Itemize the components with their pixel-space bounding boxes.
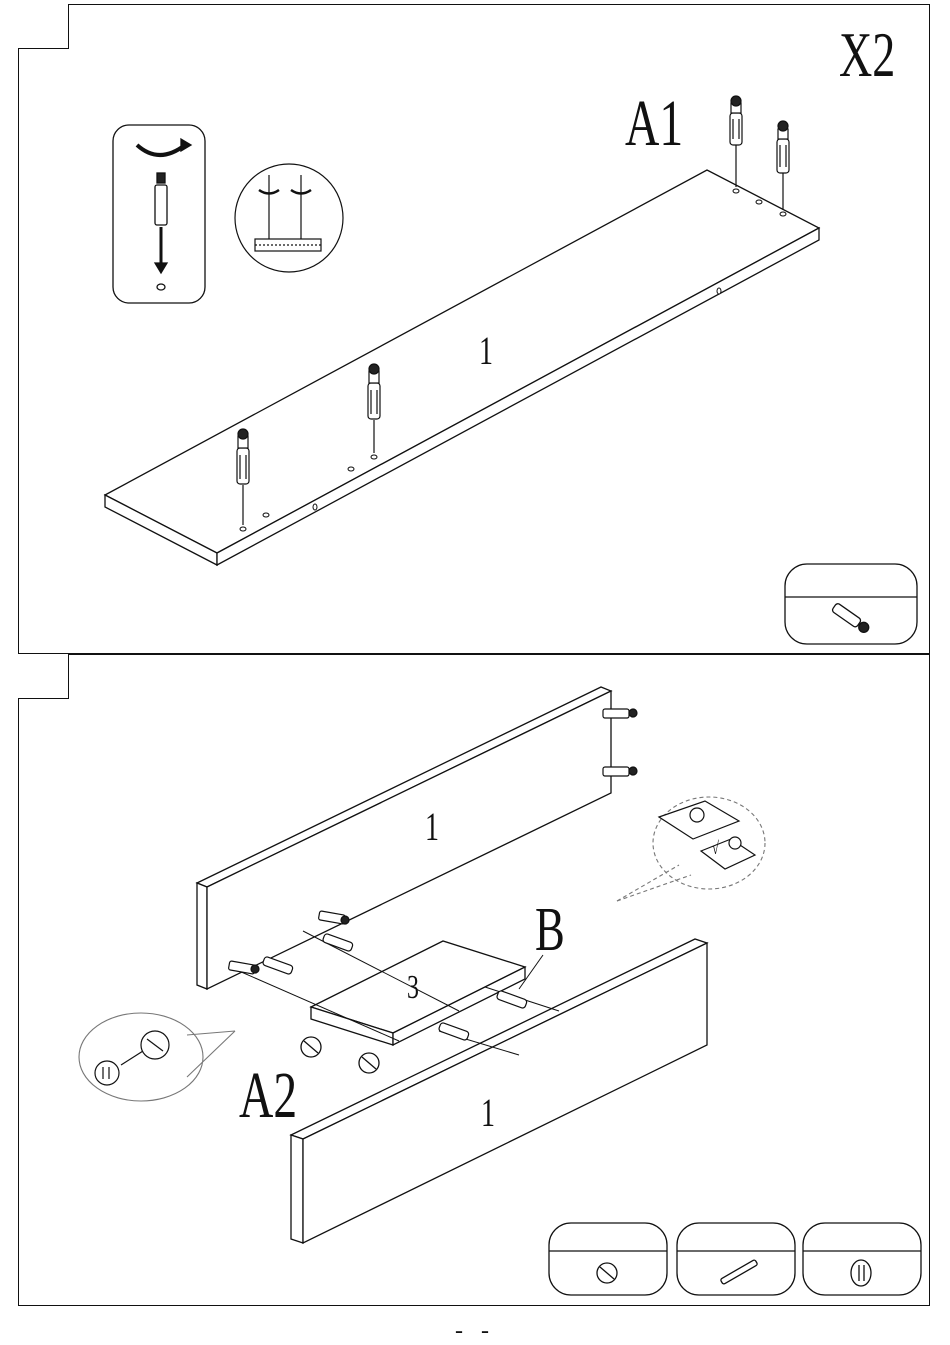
top-panel-drawing: [19, 5, 931, 655]
cam-bolt-icon: [730, 96, 742, 187]
cam-lock-icon: [301, 1037, 379, 1073]
hardware-legend-box-cap: [803, 1223, 921, 1295]
hardware-legend-box-cam: [549, 1223, 667, 1295]
check-mark: √: [712, 839, 719, 857]
lower-panel-number: 1: [481, 1093, 495, 1133]
bottom-panel-drawing: [19, 655, 931, 1307]
part-number-label: 1: [479, 331, 493, 371]
upper-panel-number: 1: [425, 807, 439, 847]
hardware-legend-box: [785, 564, 917, 644]
hardware-legend-box-dowel: [677, 1223, 795, 1295]
page-number: - -: [455, 1318, 495, 1345]
cam-bolt-icon: [777, 121, 789, 210]
hardware-label-b: B: [535, 899, 565, 961]
step-panel-top: X2 A1 1: [18, 4, 930, 654]
step-panel-bottom: 1 1 3 B A2 √: [18, 654, 930, 1306]
hardware-label-a2: A2: [239, 1063, 297, 1129]
quantity-label: X2: [839, 23, 895, 87]
board-1-top: [105, 170, 819, 565]
shelf-number: 3: [407, 971, 419, 1005]
hardware-label-a1: A1: [625, 91, 683, 157]
screwdriver-rotate-icon: [113, 125, 205, 303]
insert-bolt-detail-icon: [235, 164, 343, 272]
